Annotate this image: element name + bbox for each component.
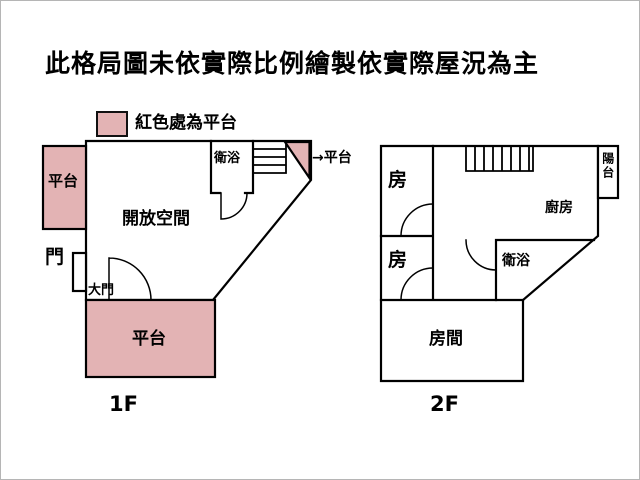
label-platform-arrow: →平台 [312, 150, 352, 166]
label-room2: 房 [388, 249, 408, 271]
room2-door-arc [400, 267, 434, 301]
bottom-platform-shape [84, 298, 217, 379]
label-left-platform: 平台 [48, 172, 79, 190]
page-title: 此格局圖未依實際比例繪製依實際屋況為主 [45, 49, 540, 78]
floor2-name: 2F [430, 392, 459, 416]
floor1-name: 1F [109, 392, 138, 416]
label-open-space: 開放空間 [122, 209, 190, 229]
label-main-door: 大門 [88, 283, 115, 298]
floor2-outline [379, 144, 600, 383]
balcony-shape [596, 144, 620, 200]
bathroom2-door-arc [465, 239, 497, 271]
main-door-arc [108, 257, 152, 301]
label-side-door: 門 [45, 246, 65, 268]
corner-platform-shape [282, 140, 311, 182]
side-door-notch [71, 251, 88, 293]
room1-door-arc [400, 203, 434, 237]
label-room1: 房 [388, 169, 408, 191]
legend-label: 紅色處為平台 [135, 113, 237, 133]
label-bedroom: 房間 [429, 329, 463, 349]
label-bottom-platform: 平台 [132, 329, 166, 349]
left-platform-shape [41, 144, 88, 231]
label-balcony: 陽台 [600, 152, 615, 180]
label-bathroom-1f: 衛浴 [214, 151, 241, 166]
bathroom1-walls [209, 139, 255, 195]
stairs1-icon [252, 140, 287, 174]
bathroom1-door-arc [220, 192, 248, 220]
room-partition-walls [379, 144, 525, 302]
label-bathroom-2f: 衛浴 [502, 253, 530, 269]
legend-platform-swatch [96, 111, 128, 137]
label-kitchen: 廚房 [545, 200, 573, 216]
stairs2-icon [465, 145, 534, 172]
